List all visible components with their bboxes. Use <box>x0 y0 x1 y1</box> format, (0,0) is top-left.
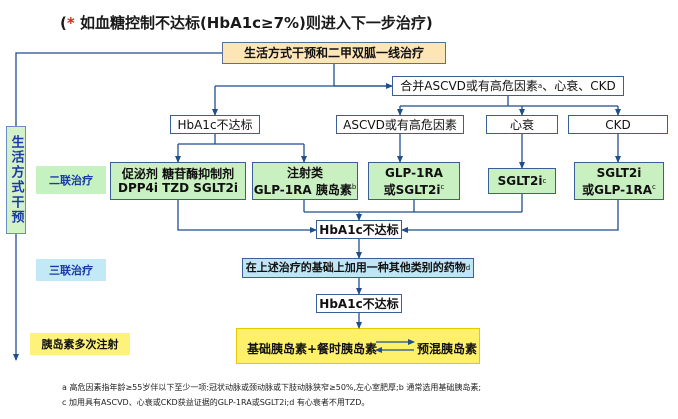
footnote-line-1: a 高危因素指年龄≥55岁伴以下至少一项:冠状动脉或颈动脉或下肢动脉狭窄≥50%… <box>62 383 482 392</box>
lifestyle-side-box: 生活方式干预 <box>6 126 26 234</box>
insulin-regimen-box: 基础胰岛素+餐时胰岛素 预混胰岛素 <box>236 328 480 364</box>
category-triple-therapy: 三联治疗 <box>36 259 106 281</box>
dual-injectable-box: 注射类 GLP-1RA 胰岛素b <box>252 162 358 200</box>
premixed-insulin-label: 预混胰岛素 <box>417 342 478 356</box>
dual-ascvd-box: GLP-1RA 或SGLT2ic <box>368 162 460 200</box>
footnote-line-2: c 加用具有ASCVD、心衰或CKD获益证据的GLP-1RA或SGLT2i;d … <box>62 398 370 407</box>
branch-ckd: CKD <box>568 115 668 134</box>
category-insulin-injection: 胰岛素多次注射 <box>30 333 130 355</box>
basal-bolus-insulin-label: 基础胰岛素+餐时胰岛素 <box>247 342 378 356</box>
category-dual-therapy: 二联治疗 <box>36 166 106 194</box>
page-title: (* 如血糖控制不达标(HbA1c≥7%)则进入下一步治疗) <box>60 14 433 32</box>
arrow-ckd-to-hba1c <box>401 200 619 233</box>
arrow-oral-to-hba1c <box>177 200 317 233</box>
dual-oral-agents-box: 促泌剂 糖苷酶抑制剂 DPP4i TZD SGLT2i <box>110 162 246 200</box>
branch-ascvd: ASCVD或有高危因素 <box>336 115 464 134</box>
first-line-therapy-box: 生活方式干预和二甲双胍一线治疗 <box>222 42 446 64</box>
title-star: * <box>66 14 75 32</box>
dual-ckd-box: SGLT2i 或GLP-1RAc <box>574 162 664 200</box>
arrow-top-to-side <box>15 52 222 126</box>
